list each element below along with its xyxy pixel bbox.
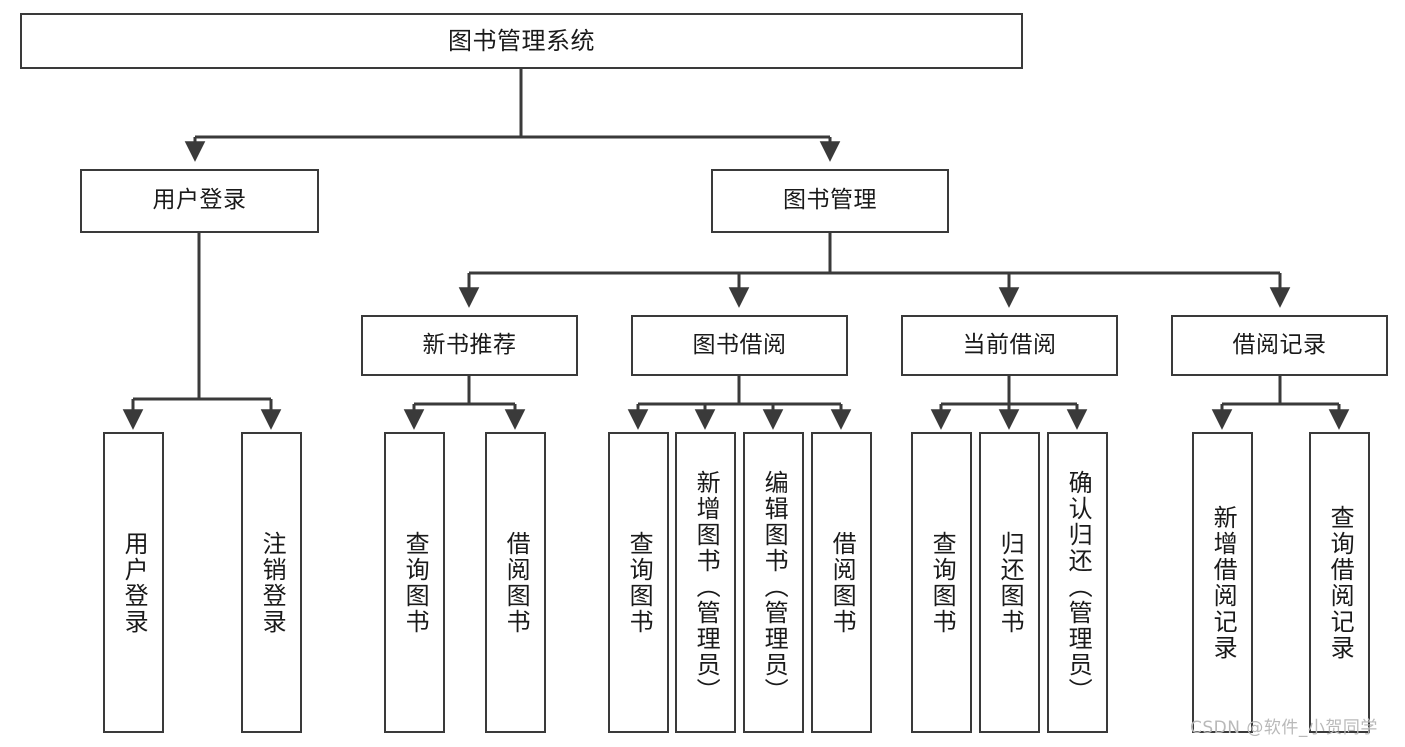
leaf-query-book-current[interactable]: 查询图书 — [911, 432, 972, 733]
leaf-query-book-recommend[interactable]: 查询图书 — [384, 432, 445, 733]
node-label: 编辑图书（管理员） — [760, 469, 789, 704]
leaf-add-book-admin[interactable]: 新增图书（管理员） — [675, 432, 736, 733]
leaf-logout[interactable]: 注销登录 — [241, 432, 302, 733]
node-label: 查询借阅记录 — [1326, 504, 1355, 661]
leaf-confirm-return-admin[interactable]: 确认归还（管理员） — [1047, 432, 1108, 733]
node-current-borrow[interactable]: 当前借阅 — [901, 315, 1118, 376]
leaf-user-login[interactable]: 用户登录 — [103, 432, 164, 733]
node-label: 注销登录 — [258, 530, 287, 635]
node-label: 图书管理系统 — [448, 26, 595, 55]
node-root-system[interactable]: 图书管理系统 — [20, 13, 1023, 69]
node-label: 新增借阅记录 — [1209, 504, 1238, 661]
node-book-borrow[interactable]: 图书借阅 — [631, 315, 848, 376]
node-label: 查询图书 — [625, 530, 654, 635]
node-label: 新书推荐 — [422, 331, 517, 358]
leaf-borrow-book-borrow[interactable]: 借阅图书 — [811, 432, 872, 733]
node-label: 用户登录 — [152, 187, 247, 214]
leaf-return-book[interactable]: 归还图书 — [979, 432, 1040, 733]
node-label: 归还图书 — [996, 530, 1025, 635]
node-label: 当前借阅 — [962, 331, 1057, 358]
leaf-add-borrow-record[interactable]: 新增借阅记录 — [1192, 432, 1253, 733]
leaf-query-borrow-record[interactable]: 查询借阅记录 — [1309, 432, 1370, 733]
node-new-book-recommend[interactable]: 新书推荐 — [361, 315, 578, 376]
node-book-manage[interactable]: 图书管理 — [711, 169, 949, 233]
node-user-login[interactable]: 用户登录 — [80, 169, 319, 233]
node-label: 图书管理 — [783, 187, 877, 214]
node-label: 用户登录 — [120, 530, 149, 635]
node-borrow-record[interactable]: 借阅记录 — [1171, 315, 1388, 376]
node-label: 查询图书 — [928, 530, 957, 635]
watermark: CSDN @软件_小贺同学 — [1190, 718, 1378, 738]
leaf-borrow-book-recommend[interactable]: 借阅图书 — [485, 432, 546, 733]
node-label: 借阅图书 — [502, 530, 531, 635]
node-label: 图书借阅 — [692, 331, 787, 358]
node-label: 借阅记录 — [1232, 331, 1327, 358]
leaf-query-book-borrow[interactable]: 查询图书 — [608, 432, 669, 733]
leaf-edit-book-admin[interactable]: 编辑图书（管理员） — [743, 432, 804, 733]
node-label: 确认归还（管理员） — [1064, 469, 1093, 704]
node-label: 查询图书 — [401, 530, 430, 635]
node-label: 新增图书（管理员） — [692, 469, 721, 704]
node-label: 借阅图书 — [828, 530, 857, 635]
